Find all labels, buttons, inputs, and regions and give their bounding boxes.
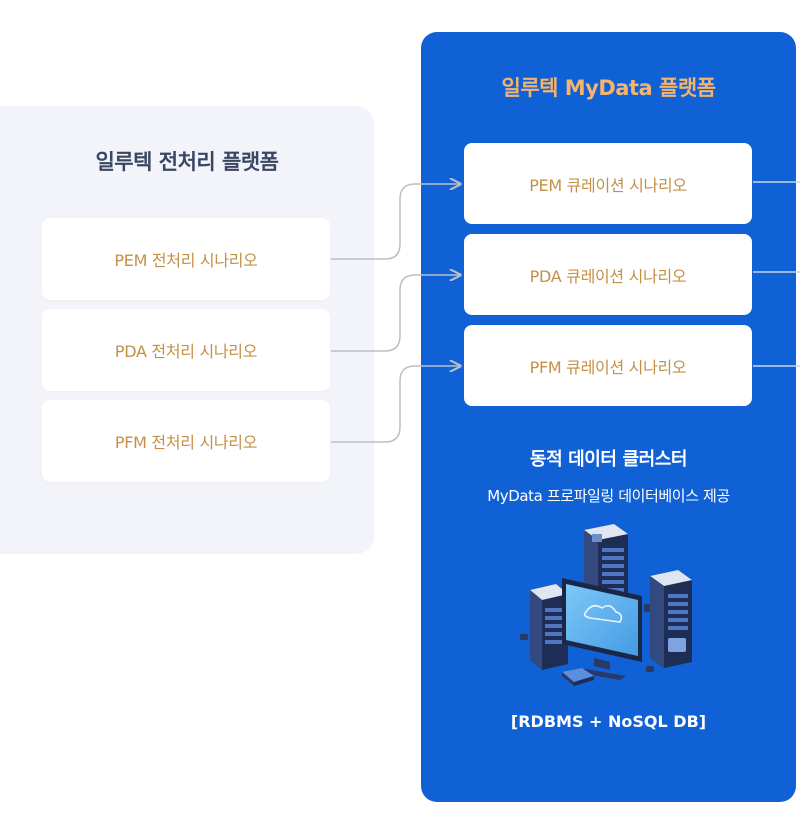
preprocessing-platform-title: 일루텍 전처리 플랫폼 [95,150,279,174]
pfm-preprocessing-card: PFM 전처리 시나리오 [42,400,330,482]
pda-preprocessing-card: PDA 전처리 시나리오 [42,309,330,391]
server-cluster-illustration [520,524,692,686]
mydata-platform-title: 일루텍 MyData 플랫폼 [501,76,716,100]
database-type-label: [RDBMS + NoSQL DB] [510,712,707,731]
small-device [562,668,594,686]
connector-pfm [331,366,460,443]
monitor [562,578,642,680]
pfm-curation-card: PFM 큐레이션 시나리오 [464,325,752,406]
pem-preprocessing-card: PEM 전처리 시나리오 [42,218,330,300]
connector-pda [331,275,460,352]
dynamic-data-cluster-title: 동적 데이터 클러스터 [529,449,688,470]
server-tower-left [530,584,568,670]
server-tower-right [650,570,692,668]
connector-pem [331,184,460,260]
pem-curation-card: PEM 큐레이션 시나리오 [464,143,752,224]
dynamic-data-cluster-subtitle: MyData 프로파일링 데이터베이스 제공 [487,487,730,505]
pda-curation-card: PDA 큐레이션 시나리오 [464,234,752,315]
decorative-chips [520,604,654,672]
